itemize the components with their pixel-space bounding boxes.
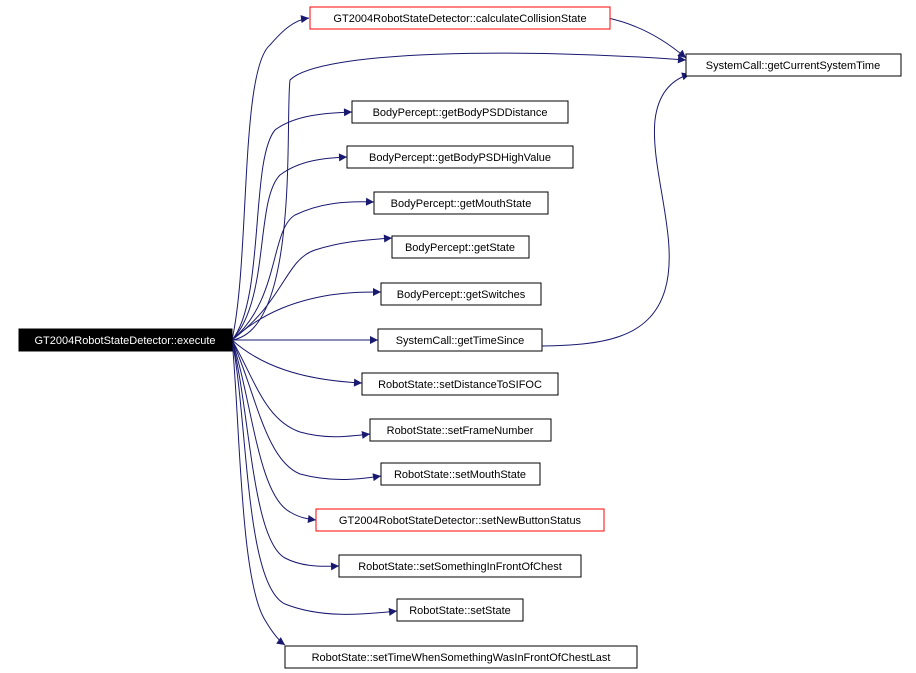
node-set-frame-number[interactable]: RobotState::setFrameNumber bbox=[369, 418, 552, 442]
node-layer: GT2004RobotStateDetector::execute GT2004… bbox=[18, 6, 902, 669]
node-label-get-body-psd-high-value: BodyPercept::getBodyPSDHighValue bbox=[369, 152, 551, 164]
node-label-get-current-system-time: SystemCall::getCurrentSystemTime bbox=[706, 60, 880, 72]
node-get-body-psd-high-value[interactable]: BodyPercept::getBodyPSDHighValue bbox=[346, 145, 574, 169]
node-label-set-state: RobotState::setState bbox=[409, 605, 511, 617]
node-label-set-mouth-state: RobotState::setMouthState bbox=[394, 469, 526, 481]
node-label-set-distance-to-sifoc: RobotState::setDistanceToSIFOC bbox=[378, 379, 542, 391]
node-set-distance-to-sifoc[interactable]: RobotState::setDistanceToSIFOC bbox=[361, 372, 559, 396]
edge-root-getBodyPSDHighValue bbox=[231, 153, 348, 341]
node-label-get-state: BodyPercept::getState bbox=[405, 242, 515, 254]
node-label-calculate-collision-state: GT2004RobotStateDetector::calculateColli… bbox=[333, 13, 586, 25]
node-label-set-time-when-something: RobotState::setTimeWhenSomethingWasInFro… bbox=[312, 652, 611, 664]
edge-getTimeSince-getCurrentSystemTime bbox=[541, 72, 691, 347]
node-label-get-body-psd-distance: BodyPercept::getBodyPSDDistance bbox=[373, 107, 548, 119]
node-label-get-mouth-state: BodyPercept::getMouthState bbox=[391, 198, 532, 210]
edge-root-setTimeWhenSomething bbox=[231, 339, 286, 646]
node-get-current-system-time[interactable]: SystemCall::getCurrentSystemTime bbox=[685, 53, 902, 77]
edge-root-getBodyPSDDistance bbox=[231, 108, 353, 341]
edge-root-setDistanceToSIFOC bbox=[231, 339, 363, 387]
node-get-switches[interactable]: BodyPercept::getSwitches bbox=[380, 282, 542, 306]
edge-calcCollision-getCurrentSystemTime bbox=[607, 17, 687, 59]
node-execute[interactable]: GT2004RobotStateDetector::execute bbox=[18, 328, 233, 352]
node-get-time-since[interactable]: SystemCall::getTimeSince bbox=[377, 328, 543, 352]
node-get-mouth-state[interactable]: BodyPercept::getMouthState bbox=[373, 191, 549, 215]
node-calculate-collision-state[interactable]: GT2004RobotStateDetector::calculateColli… bbox=[309, 6, 611, 30]
node-set-something-in-front-of-chest[interactable]: RobotState::setSomethingInFrontOfChest bbox=[338, 554, 582, 578]
edge-root-setState bbox=[231, 339, 398, 616]
edge-root-getCurrentSystemTime bbox=[231, 52, 687, 341]
edge-root-setNewButtonStatus bbox=[231, 339, 317, 523]
node-label-set-frame-number: RobotState::setFrameNumber bbox=[387, 425, 534, 437]
node-label-get-time-since: SystemCall::getTimeSince bbox=[396, 335, 525, 347]
node-set-new-button-status[interactable]: GT2004RobotStateDetector::setNewButtonSt… bbox=[315, 508, 605, 532]
edge-root-setFrameNumber bbox=[231, 339, 371, 439]
node-label-set-something-in-front-of-chest: RobotState::setSomethingInFrontOfChest bbox=[358, 561, 562, 573]
node-label-set-new-button-status: GT2004RobotStateDetector::setNewButtonSt… bbox=[339, 515, 582, 527]
edge-root-getMouthState bbox=[231, 197, 375, 341]
node-get-body-psd-distance[interactable]: BodyPercept::getBodyPSDDistance bbox=[351, 100, 569, 124]
edge-root-getSwitches bbox=[231, 288, 382, 341]
node-set-mouth-state[interactable]: RobotState::setMouthState bbox=[380, 462, 541, 486]
edge-root-calcCollision bbox=[231, 15, 310, 341]
node-label-get-switches: BodyPercept::getSwitches bbox=[397, 289, 526, 301]
node-set-time-when-something-was-in-front-of-chest-last[interactable]: RobotState::setTimeWhenSomethingWasInFro… bbox=[284, 645, 638, 669]
edge-layer bbox=[231, 15, 691, 646]
edge-root-setSomethingInFrontOfChest bbox=[231, 339, 340, 571]
node-label-execute: GT2004RobotStateDetector::execute bbox=[35, 335, 216, 347]
edge-root-setMouthState bbox=[231, 339, 382, 482]
node-set-state[interactable]: RobotState::setState bbox=[396, 598, 524, 622]
node-get-state[interactable]: BodyPercept::getState bbox=[391, 235, 530, 259]
edge-root-getState bbox=[231, 234, 393, 341]
